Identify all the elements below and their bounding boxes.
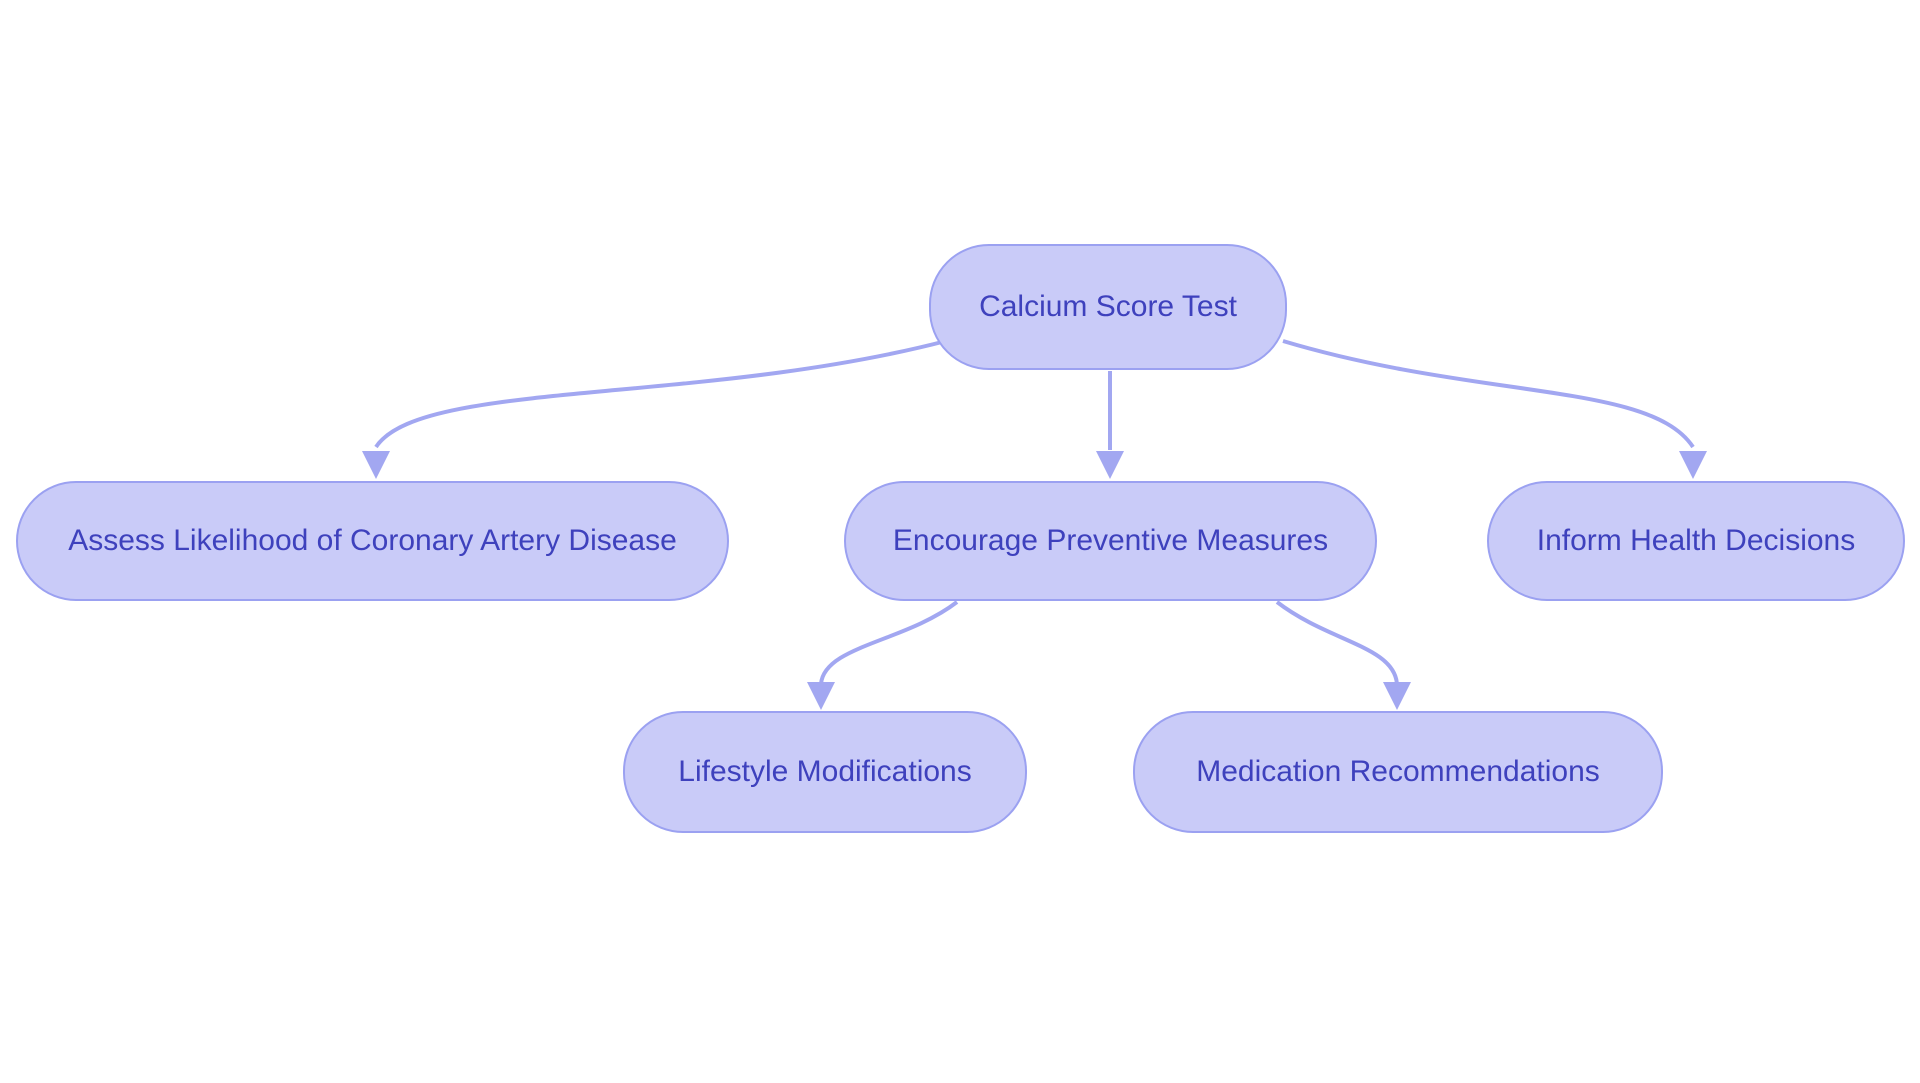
arrowhead-assess	[362, 451, 390, 479]
arrowhead-medication	[1383, 682, 1411, 710]
node-medication-recommendations: Medication Recommendations	[1133, 711, 1663, 833]
arrowhead-lifestyle	[807, 682, 835, 710]
edge-preventive-medication	[1275, 600, 1399, 685]
arrowhead-preventive	[1096, 451, 1124, 479]
node-label: Lifestyle Modifications	[678, 755, 972, 788]
node-lifestyle-modifications: Lifestyle Modifications	[623, 711, 1027, 833]
node-inform-health-decisions: Inform Health Decisions	[1487, 481, 1905, 601]
node-label: Medication Recommendations	[1196, 755, 1600, 788]
node-assess-likelihood: Assess Likelihood of Coronary Artery Dis…	[16, 481, 729, 601]
edge-root-inform	[1282, 339, 1695, 449]
node-calcium-score-test: Calcium Score Test	[929, 244, 1287, 370]
edge-preventive-lifestyle	[819, 600, 959, 685]
node-label: Encourage Preventive Measures	[892, 524, 1329, 557]
node-label: Assess Likelihood of Coronary Artery Dis…	[68, 524, 677, 557]
arrowhead-inform	[1679, 451, 1707, 479]
node-label: Inform Health Decisions	[1536, 524, 1856, 557]
node-label: Calcium Score Test	[979, 290, 1237, 323]
edge-root-assess	[374, 339, 947, 449]
node-encourage-preventive-measures: Encourage Preventive Measures	[844, 481, 1377, 601]
